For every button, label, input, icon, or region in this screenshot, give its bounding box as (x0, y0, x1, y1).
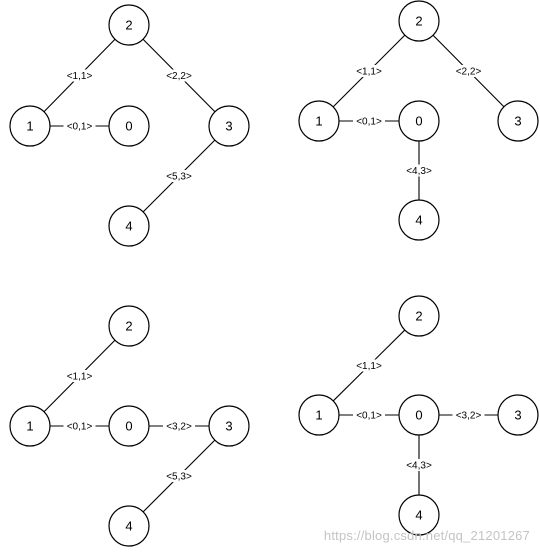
node-3: 3 (208, 105, 250, 147)
node-circle (398, 100, 440, 142)
edge-label-background (353, 115, 385, 127)
node-circle (497, 394, 539, 436)
node-circle (398, 0, 440, 42)
edge-label-background (452, 65, 485, 77)
node-label: 0 (415, 408, 422, 423)
edge-label: <0,1> (67, 422, 93, 433)
node-circle (9, 105, 51, 147)
node-4: 4 (398, 494, 440, 536)
edge-label-background (63, 420, 96, 432)
edge-label: <1,1> (67, 372, 93, 383)
node-label: 2 (415, 309, 422, 324)
node-label: 3 (514, 408, 521, 423)
edge-label-background (163, 69, 195, 82)
node-0: 0 (398, 394, 440, 436)
edge-label-background (452, 409, 485, 421)
edge-label-background (353, 409, 385, 421)
node-label: 4 (125, 219, 132, 234)
edge-label: <2,2> (456, 67, 482, 78)
node-1: 1 (298, 394, 340, 436)
edge-label-background (63, 120, 96, 132)
node-circle (398, 295, 440, 337)
node-1: 1 (9, 405, 51, 447)
node-label: 3 (225, 119, 232, 134)
edge-label: <5,3> (166, 172, 192, 183)
node-circle (398, 494, 440, 536)
edge-label: <3,2> (166, 422, 192, 433)
node-3: 3 (497, 394, 539, 436)
edge-label-background (163, 470, 195, 482)
node-label: 2 (125, 18, 132, 33)
node-circle (9, 405, 51, 447)
node-3: 3 (497, 100, 539, 142)
edge-label: <1,1> (356, 67, 382, 78)
watermark: https://blog.csdn.net/qq_21201267 (323, 528, 530, 543)
edge-label-background (163, 420, 195, 432)
edge-label: <2,2> (166, 71, 192, 82)
node-label: 3 (514, 114, 521, 129)
edge-label-background (353, 65, 385, 77)
edge-label: <1,1> (356, 361, 382, 372)
node-circle (298, 394, 340, 436)
edge-label-background (403, 164, 435, 177)
node-label: 0 (125, 419, 132, 434)
edge-label-background (63, 370, 96, 382)
node-circle (298, 100, 340, 142)
node-circle (108, 4, 150, 46)
node-circle (398, 394, 440, 436)
edge-label: <4,3> (406, 461, 432, 472)
node-0: 0 (398, 100, 440, 142)
node-label: 0 (415, 114, 422, 129)
node-label: 4 (415, 213, 422, 228)
node-label: 3 (225, 419, 232, 434)
node-label: 1 (315, 114, 322, 129)
node-circle (108, 205, 150, 247)
node-circle (497, 100, 539, 142)
node-label: 2 (125, 319, 132, 334)
graph-3: <1,1> <0,1> <3,2> <5,3> 2 1 0 3 4 (9, 305, 250, 547)
edge-label: <0,1> (356, 117, 382, 128)
node-circle (108, 505, 150, 547)
node-circle (208, 405, 250, 447)
node-1: 1 (9, 105, 51, 147)
node-label: 4 (415, 508, 422, 523)
node-3: 3 (208, 405, 250, 447)
graph-1: <1,1> <2,2> <0,1> <5,3> 2 1 0 3 4 (9, 4, 250, 247)
edge-label-background (163, 170, 195, 182)
node-circle (108, 305, 150, 347)
node-1: 1 (298, 100, 340, 142)
node-2: 2 (398, 0, 440, 42)
node-label: 4 (125, 519, 132, 534)
node-0: 0 (108, 105, 150, 147)
node-circle (108, 105, 150, 147)
edge-label: <1,1> (67, 71, 93, 82)
node-circle (108, 405, 150, 447)
node-2: 2 (108, 4, 150, 46)
node-4: 4 (108, 205, 150, 247)
node-label: 1 (26, 119, 33, 134)
node-0: 0 (108, 405, 150, 447)
node-label: 1 (315, 408, 322, 423)
node-4: 4 (108, 505, 150, 547)
node-circle (398, 199, 440, 241)
node-label: 0 (125, 119, 132, 134)
edge-label: <5,3> (166, 472, 192, 483)
edge-label: <0,1> (67, 122, 93, 133)
edge-label-background (403, 459, 435, 471)
edge-label-background (63, 69, 96, 82)
edge-label-background (353, 359, 385, 372)
node-4: 4 (398, 199, 440, 241)
node-2: 2 (398, 295, 440, 337)
node-2: 2 (108, 305, 150, 347)
node-circle (208, 105, 250, 147)
node-label: 2 (415, 14, 422, 29)
graph-2: <1,1> <2,2> <0,1> <4,3> 2 1 0 3 4 (298, 0, 539, 241)
node-label: 1 (26, 419, 33, 434)
edge-label: <0,1> (356, 411, 382, 422)
edge-label: <3,2> (456, 411, 482, 422)
edge-label: <4,3> (406, 166, 432, 177)
graph-4: <1,1> <0,1> <3,2> <4,3> 2 1 0 3 4 (298, 295, 539, 536)
